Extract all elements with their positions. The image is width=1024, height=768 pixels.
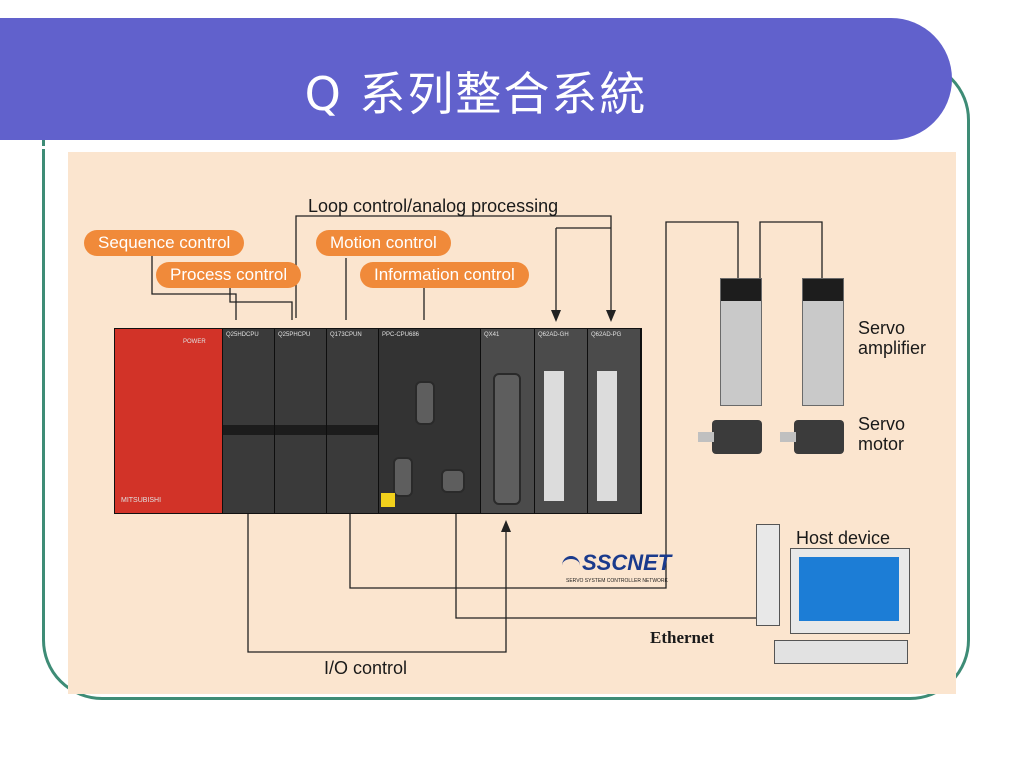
io-control-label: I/O control (324, 658, 408, 678)
io-control-line (247, 512, 507, 653)
servo-motor-2-shaft (780, 432, 796, 442)
host-keyboard (774, 640, 908, 664)
sequence-control-pill: Sequence control (84, 230, 245, 256)
input-module: QX41 (481, 329, 535, 513)
motion-control-pill: Motion control (316, 230, 451, 256)
servo-motor-1 (712, 420, 762, 454)
servo-motor-1-shaft (698, 432, 714, 442)
cpu-module-2: Q25PHCPU (275, 329, 327, 513)
title-underline (0, 146, 905, 149)
sscnet-swoosh-icon (562, 556, 580, 575)
ethernet-label: Ethernet (650, 628, 715, 647)
cpu-module-1: Q25HDCPU (223, 329, 275, 513)
power-module: POWER MITSUBISHI (115, 329, 223, 513)
ethernet-line (455, 512, 760, 619)
information-control-pill: Information control (360, 262, 529, 288)
host-monitor (790, 548, 910, 634)
servo-amplifier-label: Servo amplifier (858, 318, 927, 358)
ethernet-port (441, 469, 465, 493)
loop-control-label: Loop control/analog processing (308, 196, 559, 216)
process-bracket (229, 288, 293, 320)
servo-motor-label: Servo motor (858, 414, 906, 454)
host-device-label: Host device (796, 528, 891, 548)
servo-amplifier-1 (720, 278, 762, 406)
sscnet-line (349, 221, 739, 589)
slide-title: Q 系列整合系統 (304, 67, 648, 121)
serial-port (415, 381, 435, 425)
vga-port (393, 457, 413, 497)
process-control-pill: Process control (156, 262, 302, 288)
host-tower (756, 524, 780, 626)
servo-amplifier-2 (802, 278, 844, 406)
title-bar: Q 系列整合系統 (0, 18, 952, 149)
servo-link-line (759, 221, 823, 280)
servo-motor-2 (794, 420, 844, 454)
arrow-up-io (501, 520, 511, 532)
sequence-bracket (151, 256, 237, 320)
arrow-down-1 (551, 310, 561, 322)
pc-cpu-module: PPC-CPU686 (379, 329, 481, 513)
io-connector (493, 373, 521, 505)
plc-rack: POWER MITSUBISHI Q25HDCPU Q25PHCPU Q173C… (114, 328, 642, 514)
sscnet-logo: SSCNET SERVO SYSTEM CONTROLLER NETWORK (560, 548, 674, 588)
motion-cpu-module: Q173CPUN (327, 329, 379, 513)
arrow-down-2 (606, 310, 616, 322)
analog-module-1: Q62AD-GH (535, 329, 588, 513)
analog-module-2: Q62AD-PG (588, 329, 641, 513)
